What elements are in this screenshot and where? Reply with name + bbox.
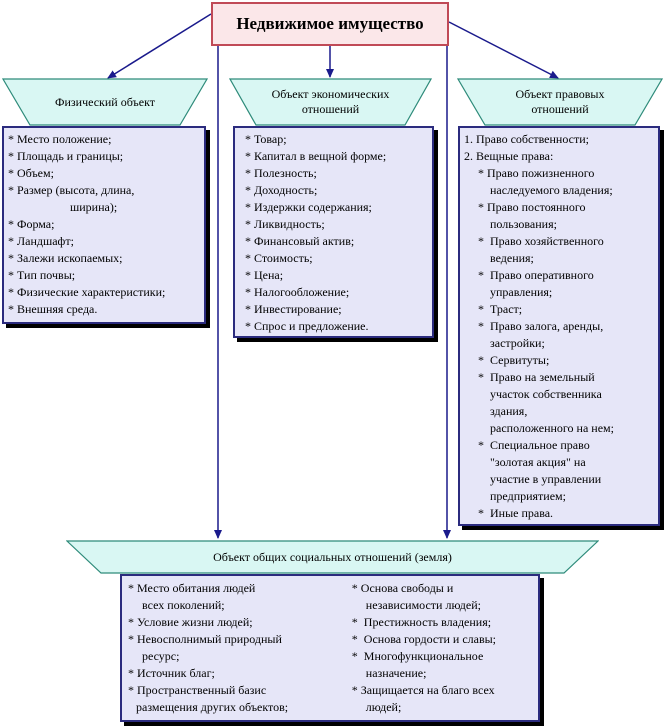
list-item: * Место положение; <box>8 132 112 146</box>
list-item: * Налогообложение; <box>245 285 350 299</box>
list-item: * Основа свободы и <box>351 581 454 595</box>
header-economic-line1: Объект экономических <box>271 87 390 101</box>
list-item: * Доходность; <box>245 183 318 197</box>
list-item: * Инвестирование; <box>245 302 342 316</box>
list-item: * Право на земельный <box>478 370 595 384</box>
list-item: * Защищается на благо всех <box>351 683 495 697</box>
list-item: * Стоимость; <box>245 251 313 265</box>
list-item: ресурс; <box>142 649 180 663</box>
list-item: 2. Вещные права: <box>464 149 554 163</box>
list-item: независимости людей; <box>365 598 481 612</box>
list-item: * Право пожизненного <box>478 166 595 180</box>
title-text: Недвижимое имущество <box>236 14 424 33</box>
list-item: предприятием; <box>490 489 566 503</box>
legal-panel: 1. Право собственности; 2. Вещные права:… <box>458 126 660 526</box>
list-item: * Объем; <box>8 166 54 180</box>
header-physical: Физический объект <box>2 78 208 126</box>
list-item: * Спрос и предложение. <box>245 319 369 333</box>
list-item: * Специальное право <box>478 438 590 452</box>
list-item: расположенного на нем; <box>490 421 614 435</box>
list-item: * Иные права. <box>478 506 554 520</box>
list-item: * Залежи ископаемых; <box>8 251 123 265</box>
list-item: здания, <box>490 404 528 418</box>
list-item: назначение; <box>365 666 427 680</box>
header-economic-line2: отношений <box>301 102 360 116</box>
list-item: * Престижность владения; <box>351 615 492 629</box>
arrow-to-legal <box>448 21 559 79</box>
list-item: * Внешняя среда. <box>8 302 98 316</box>
header-legal-line1: Объект правовых <box>515 87 605 101</box>
list-item: размещения других объектов; <box>136 700 289 714</box>
list-item: * Тип почвы; <box>8 268 76 282</box>
economic-panel: * Товар; * Капитал в вещной форме; * Пол… <box>233 126 434 338</box>
header-physical-label: Физический объект <box>55 94 155 109</box>
list-item: * Право хозяйственного <box>478 234 604 248</box>
list-item: * Физические характеристики; <box>8 285 166 299</box>
social-left-column: * Место обитания людей всех поколений; *… <box>128 580 352 716</box>
arrow-to-physical <box>107 13 212 79</box>
list-item: * Траст; <box>478 302 523 316</box>
list-item: * Ландшафт; <box>8 234 74 248</box>
list-item: "золотая акция" на <box>490 455 586 469</box>
list-item: * Сервитуты; <box>478 353 550 367</box>
list-item: * Капитал в вещной форме; <box>245 149 387 163</box>
list-item: 1. Право собственности; <box>464 132 589 146</box>
header-legal-line2: отношений <box>531 102 589 116</box>
header-social: Объект общих социальных отношений (земля… <box>66 540 599 574</box>
list-item: * Право оперативного <box>478 268 594 282</box>
list-item: * Основа гордости и славы; <box>351 632 497 646</box>
list-item: * Место обитания людей <box>128 581 256 595</box>
list-item: * Товар; <box>245 132 287 146</box>
list-item: * Полезность; <box>245 166 317 180</box>
list-item: людей; <box>365 700 402 714</box>
list-item: участие в управлении <box>490 472 602 486</box>
social-right-column: * Основа свободы и независимости людей; … <box>352 580 532 716</box>
list-item: участок собственника <box>490 387 602 401</box>
list-item: * Пространственный базис <box>128 683 267 697</box>
list-item: * Невосполнимый природный <box>128 632 282 646</box>
list-item: * Цена; <box>245 268 284 282</box>
list-item: всех поколений; <box>142 598 225 612</box>
list-item: * Многофункциональное <box>351 649 484 663</box>
list-item: ширина); <box>70 200 118 214</box>
list-item: * Издержки содержания; <box>245 200 372 214</box>
list-item: * Право постоянного <box>478 200 586 214</box>
list-item: * Условие жизни людей; <box>128 615 253 629</box>
list-item: * Размер (высота, длина, <box>8 183 135 197</box>
list-item: * Ликвидность; <box>245 217 325 231</box>
list-item: управления; <box>490 285 553 299</box>
list-item: * Право залога, аренды, <box>478 319 604 333</box>
physical-panel: * Место положение; * Площадь и границы; … <box>2 126 206 324</box>
list-item: пользования; <box>490 217 557 231</box>
list-item: * Площадь и границы; <box>8 149 124 163</box>
list-item: застройки; <box>490 336 545 350</box>
header-social-label: Объект общих социальных отношений (земля… <box>213 549 452 564</box>
list-item: * Форма; <box>8 217 55 231</box>
list-item: ведения; <box>490 251 534 265</box>
list-item: * Финансовый актив; <box>245 234 355 248</box>
title-box: Недвижимое имущество <box>211 2 449 46</box>
social-panel: * Место обитания людей всех поколений; *… <box>120 574 540 722</box>
list-item: * Источник благ; <box>128 666 215 680</box>
list-item: наследуемого владения; <box>490 183 613 197</box>
